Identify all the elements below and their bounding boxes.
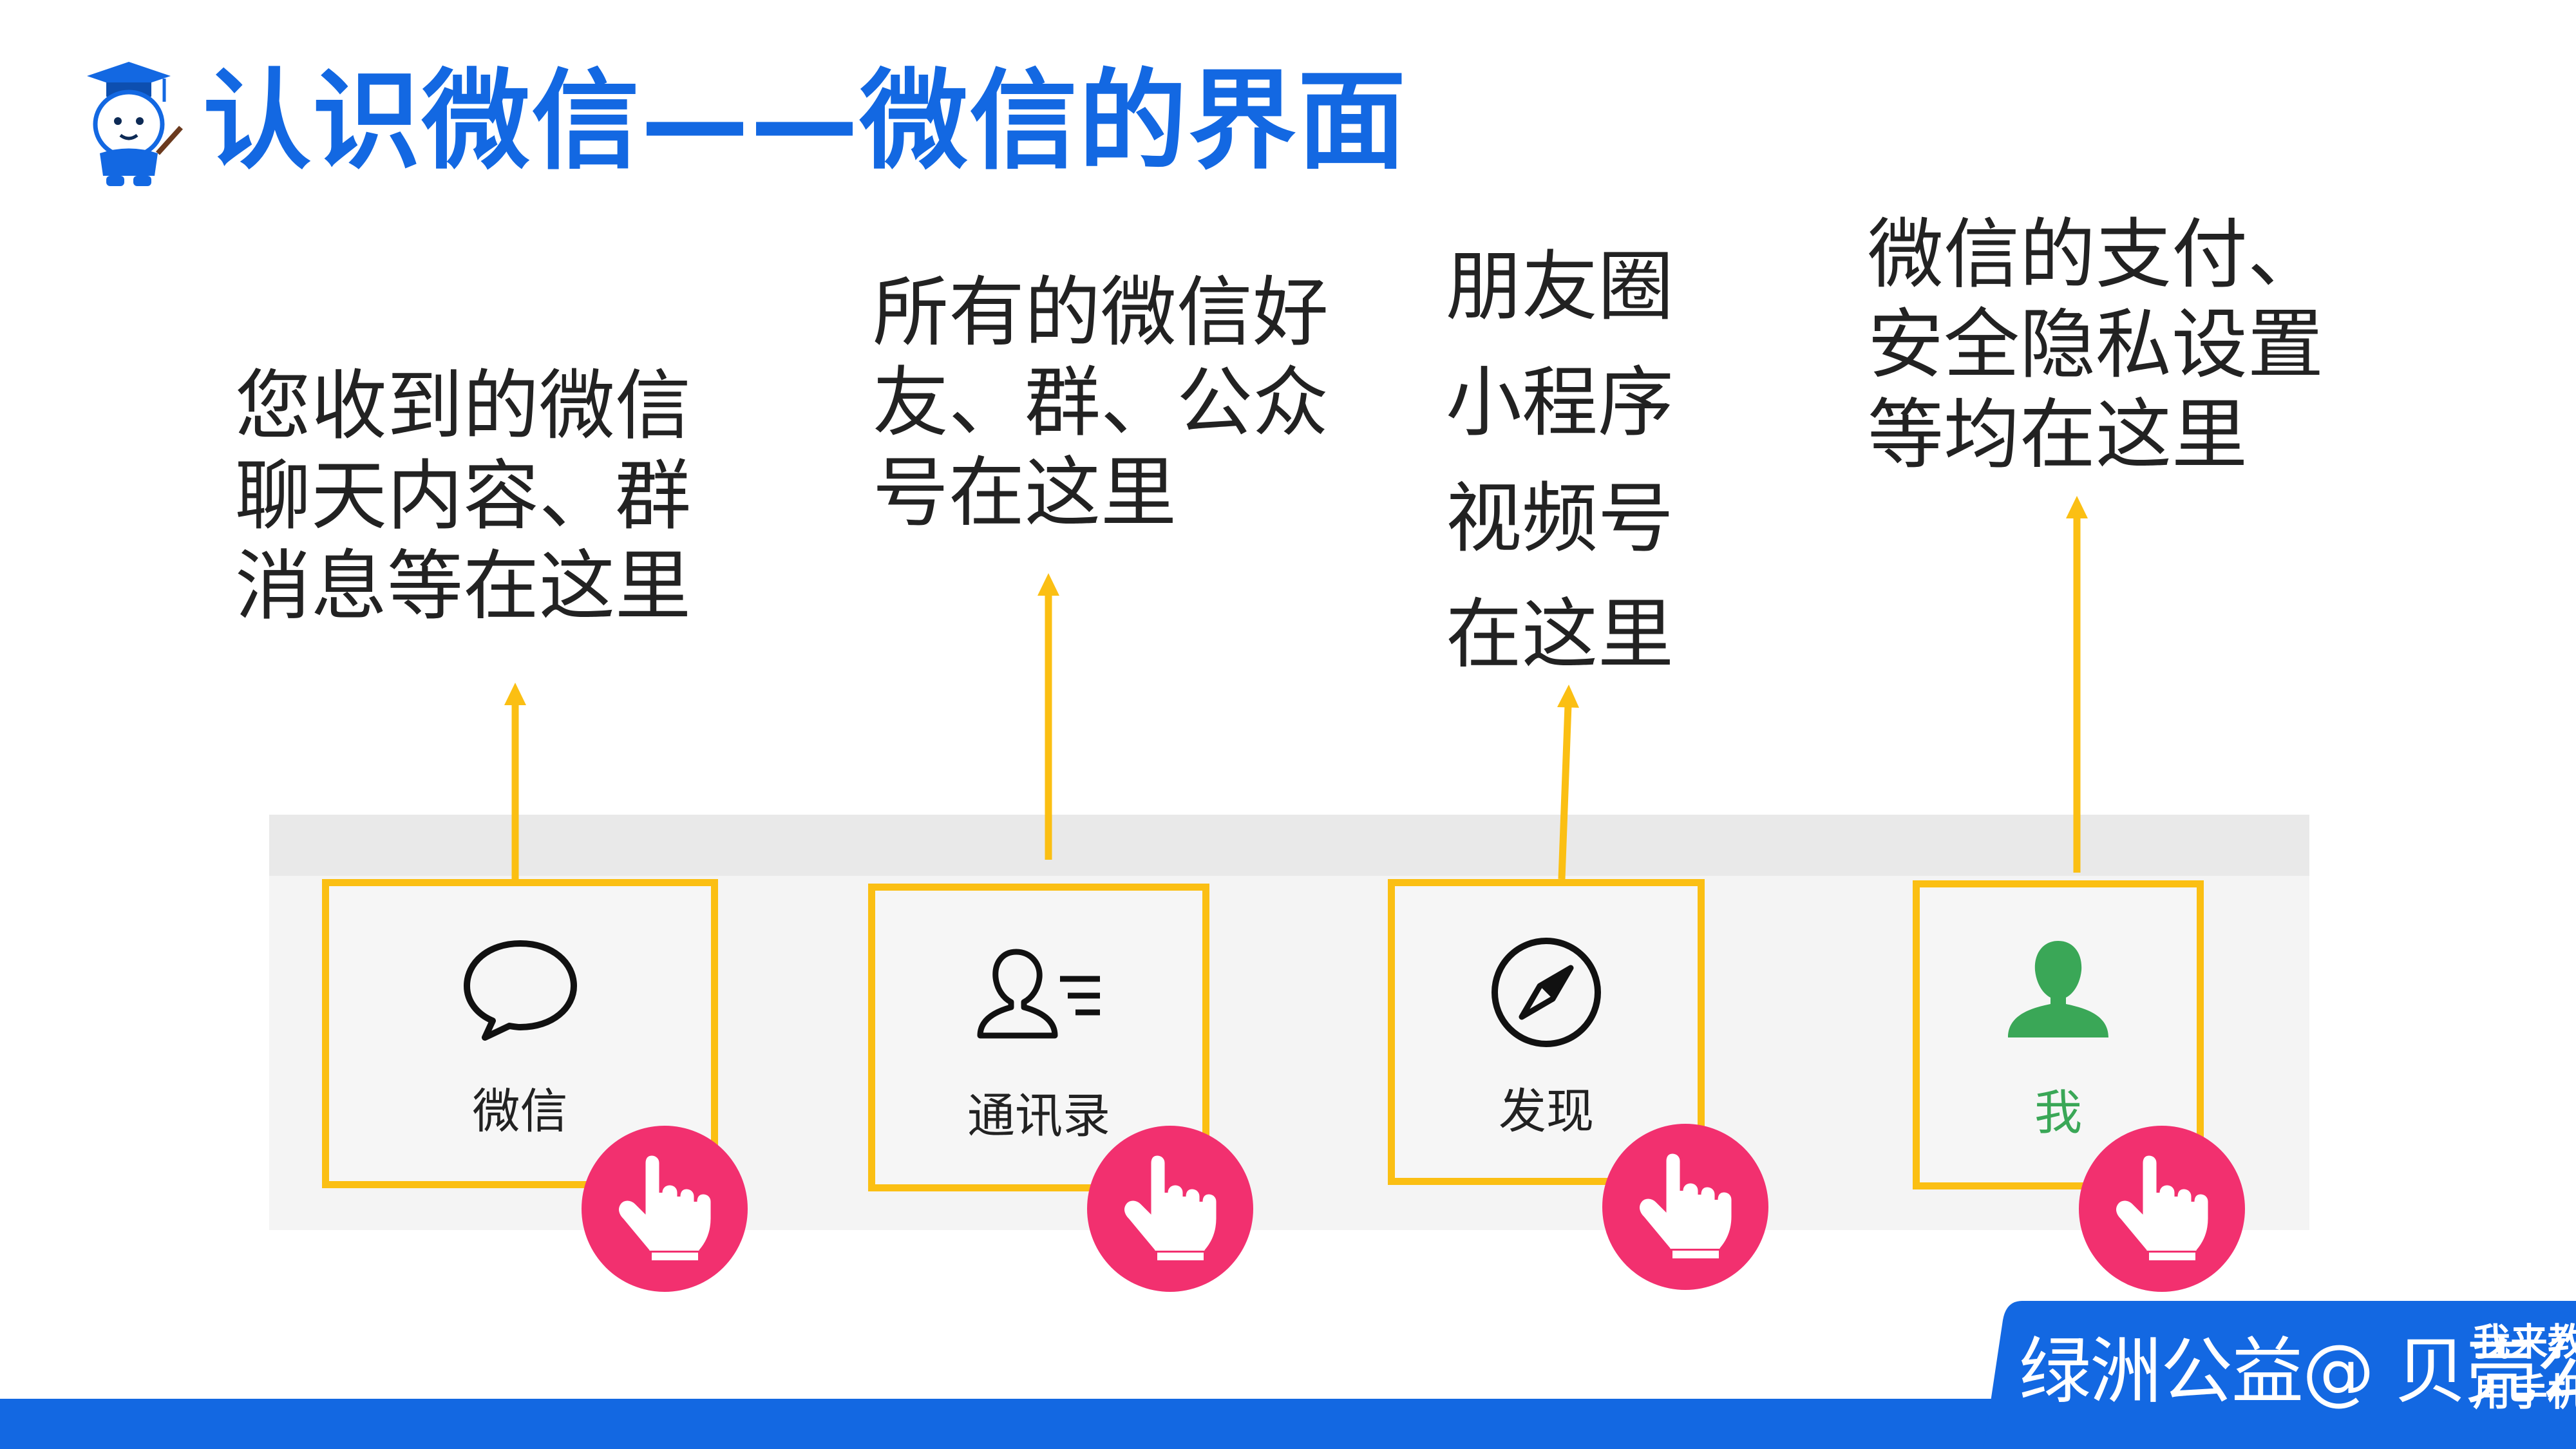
page-title: 认识微信——微信的界面 — [203, 58, 1407, 184]
footer-slogan: 我来教您 用手机 — [2473, 1320, 2576, 1414]
pointing-hand-icon — [1087, 1126, 1253, 1292]
teacher-mascot-icon — [87, 62, 183, 186]
annotation-chats: 您收到的微信 聊天内容、群 消息等在这里 — [235, 361, 692, 630]
tab-label: 发现 — [1499, 1084, 1594, 1139]
annotation-contacts: 所有的微信好 友、群、公众 号在这里 — [873, 268, 1329, 537]
tab-bar-divider — [269, 815, 2309, 876]
person-icon — [2008, 941, 2108, 1037]
annotation-me: 微信的支付、 安全隐私设置 等均在这里 — [1868, 210, 2324, 479]
pointing-hand-icon — [1602, 1124, 1768, 1290]
compass-icon — [1492, 938, 1601, 1047]
tab-label: 我 — [2034, 1085, 2082, 1141]
pointing-hand-icon — [582, 1126, 748, 1292]
footer-logo-tab — [1984, 1301, 2576, 1449]
contacts-icon — [977, 949, 1100, 1039]
pointing-hand-icon — [2079, 1126, 2245, 1292]
chat-bubble-icon — [463, 940, 577, 1041]
tab-label: 微信 — [472, 1084, 568, 1139]
footer-brand: 绿洲公益@ 贝壳公益 — [2019, 1330, 2576, 1414]
tab-label: 通讯录 — [967, 1088, 1110, 1144]
annotation-discover: 朋友圈 小程序 视频号 在这里 — [1446, 242, 1674, 679]
